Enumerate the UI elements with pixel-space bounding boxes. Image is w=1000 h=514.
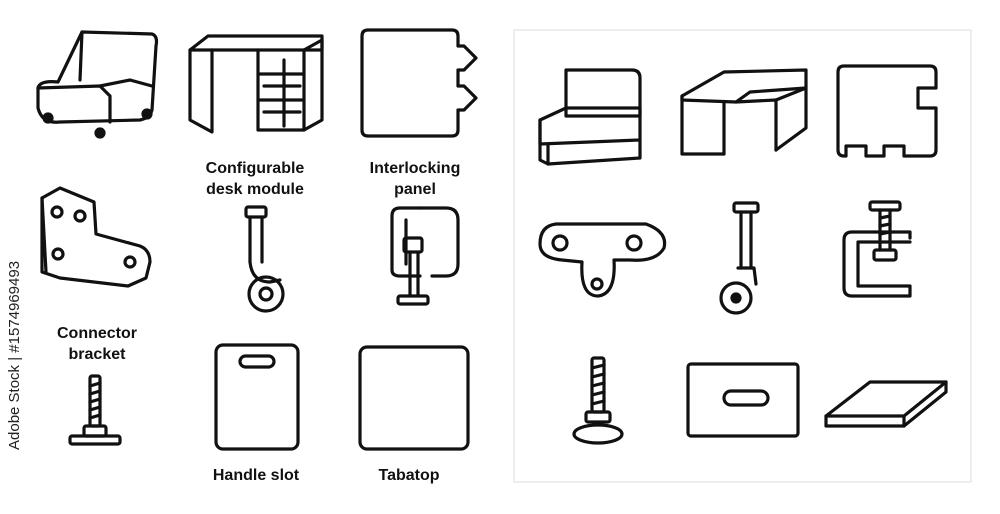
connector-bracket-icon	[40, 186, 152, 288]
desk-label-line-1: Configurable	[205, 160, 305, 177]
slab-tabletop-icon	[824, 380, 948, 428]
handle-slot-panel-icon	[214, 343, 300, 451]
interlocking-panel-icon	[360, 28, 478, 138]
leveling-foot-2-icon	[572, 356, 624, 445]
right-panel-frame	[513, 29, 972, 483]
tabletop-label: Tabatop	[378, 467, 440, 484]
bracket-label-line-2: bracket	[68, 346, 126, 363]
caster-leg-icon	[244, 205, 285, 313]
slot-box-icon	[686, 362, 800, 438]
c-clamp-icon	[390, 206, 460, 306]
t-plate-icon	[538, 222, 667, 298]
desk-module-label: Configurable desk module	[190, 158, 320, 200]
leveling-foot-icon	[68, 374, 122, 446]
bracket-label-line-1: Connector	[57, 325, 137, 342]
stock-id-text: Adobe Stock | #1574969493	[6, 260, 23, 450]
interlocking-panel-label: Interlocking panel	[355, 158, 475, 200]
tabletop-square-icon	[358, 345, 470, 451]
panel-label-line-2: panel	[394, 181, 436, 198]
caster-pole-icon	[719, 201, 760, 315]
armchair-icon	[36, 30, 159, 139]
connector-bracket-label: Connector bracket	[42, 323, 152, 365]
armchair-block-icon	[538, 68, 642, 166]
c-clamp-2-icon	[842, 200, 912, 298]
stock-id-vertical: Adobe Stock | #1574969493	[6, 90, 28, 450]
configurable-desk-icon	[188, 34, 324, 134]
panel-label-line-1: Interlocking	[369, 160, 461, 177]
desk-label-line-2: desk module	[206, 181, 304, 198]
handle-slot-label: Handle slot	[212, 467, 300, 484]
notched-panel-icon	[836, 64, 938, 158]
l-desk-icon	[680, 68, 808, 156]
